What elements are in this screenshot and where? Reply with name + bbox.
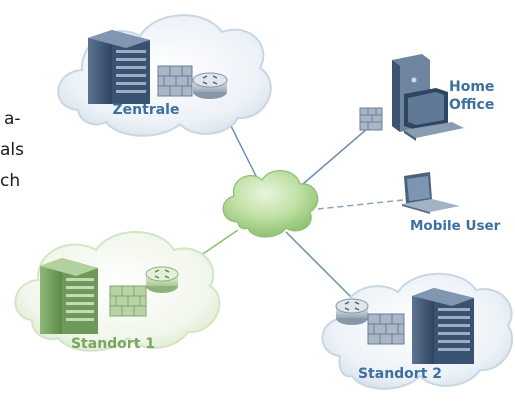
text-fragment-1: a-: [4, 109, 21, 129]
desktop-computer-icon: [392, 54, 464, 141]
home-office-firewall-icon: [359, 107, 383, 131]
link-homeoffice-internet: [295, 127, 369, 191]
standort1-label: Standort 1: [71, 336, 155, 352]
home-office-label-line2: Office: [449, 97, 494, 113]
standort2-router-icon: [335, 298, 369, 325]
standort1-firewall-icon: [109, 285, 147, 317]
text-fragment-2: als: [0, 140, 24, 160]
standort2-label: Standort 2: [358, 366, 442, 382]
zentrale-label: Zentrale: [113, 102, 180, 118]
home-office-label-line1: Home: [449, 79, 494, 95]
standort2-site: Standort 2: [321, 272, 514, 390]
standort1-building-icon: [40, 258, 98, 334]
text-fragment-3: ch: [0, 171, 21, 191]
standort2-building-icon: [412, 288, 474, 364]
firewall-icon: [157, 65, 193, 97]
standort2-firewall-icon: [367, 313, 405, 345]
internet-cloud: [222, 170, 319, 238]
mobile-user-site: Mobile User: [402, 172, 501, 234]
building-icon: [88, 30, 150, 104]
zentrale-site: Zentrale: [57, 14, 272, 137]
mobile-user-label: Mobile User: [410, 218, 501, 234]
router-icon: [192, 72, 228, 99]
home-office-site: Home Office: [359, 54, 494, 141]
laptop-icon: [402, 172, 460, 214]
standort1-site: Standort 1: [14, 231, 221, 352]
link-standort2-internet: [285, 231, 353, 299]
link-mobile-internet: [317, 199, 404, 210]
standort1-router-icon: [145, 266, 179, 293]
